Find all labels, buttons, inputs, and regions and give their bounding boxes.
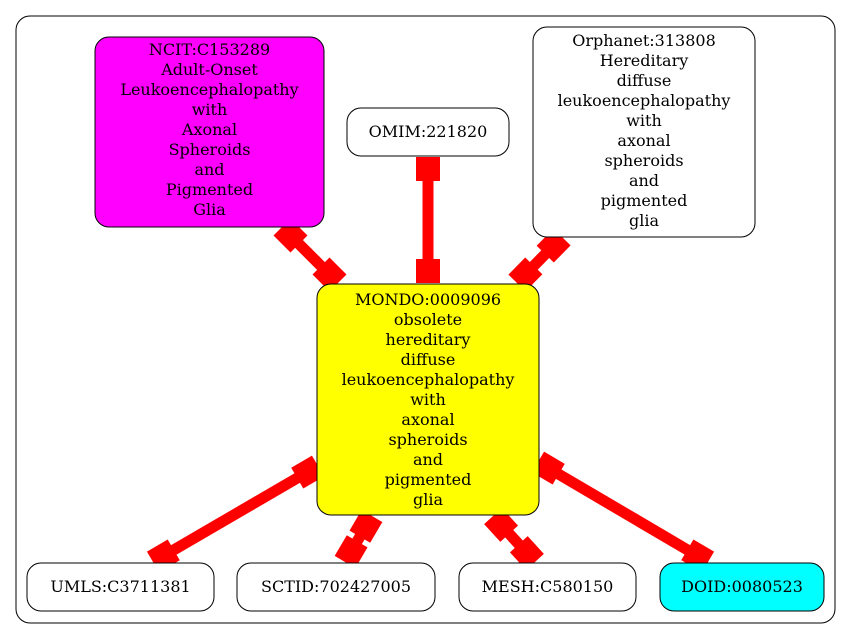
- node-omim-label: OMIM:221820: [369, 122, 488, 141]
- edge-tee-start: [291, 455, 325, 489]
- node-omim[interactable]: OMIM:221820: [346, 107, 510, 157]
- edge-omim-mondo: [416, 157, 440, 283]
- node-orphanet-line: spheroids: [604, 151, 683, 170]
- node-ncit-line: with: [192, 100, 228, 119]
- node-ncit-line: NCIT:C153289: [149, 40, 270, 59]
- edge-mondo-sctid: [334, 509, 383, 569]
- edge-tee-start: [531, 451, 565, 485]
- edge-tee-end: [509, 536, 544, 571]
- node-doid-label: DOID:0080523: [681, 577, 803, 596]
- node-orphanet-line: pigmented: [601, 191, 688, 210]
- edge-tee-start: [349, 509, 383, 543]
- node-umls-line: UMLS:C3711381: [50, 577, 190, 596]
- node-mondo-line: axonal: [401, 410, 454, 429]
- node-ncit-line: Axonal: [181, 120, 237, 139]
- node-ncit-line: Glia: [193, 200, 226, 219]
- node-mondo-line: obsolete: [394, 310, 462, 329]
- node-mondo-line: with: [410, 390, 446, 409]
- node-sctid[interactable]: SCTID:702427005: [236, 562, 436, 612]
- node-mondo-line: and: [413, 450, 443, 469]
- edge-tee-start: [484, 507, 519, 542]
- node-orphanet-line: axonal: [617, 131, 670, 150]
- node-mondo-line: glia: [413, 490, 443, 509]
- node-mondo-line: pigmented: [385, 470, 472, 489]
- edge-tee-end: [416, 259, 440, 283]
- edge-tee-end: [508, 257, 543, 292]
- node-mondo-line: hereditary: [386, 330, 471, 349]
- node-mesh[interactable]: MESH:C580150: [458, 562, 637, 612]
- edge-tee-end: [334, 535, 368, 569]
- node-umls[interactable]: UMLS:C3711381: [26, 562, 215, 612]
- node-orphanet-line: with: [626, 111, 662, 130]
- node-orphanet-line: glia: [629, 211, 659, 230]
- node-orphanet-line: and: [629, 171, 659, 190]
- edge-tee-start: [416, 157, 440, 181]
- node-sctid-line: SCTID:702427005: [261, 577, 411, 596]
- node-ncit-line: Spheroids: [169, 140, 251, 159]
- node-orphanet-line: leukoencephalopathy: [558, 91, 731, 110]
- node-umls-label: UMLS:C3711381: [50, 577, 190, 596]
- node-doid-line: DOID:0080523: [681, 577, 803, 596]
- node-doid[interactable]: DOID:0080523: [659, 562, 825, 612]
- node-ncit-line: and: [194, 160, 224, 179]
- node-sctid-label: SCTID:702427005: [261, 577, 411, 596]
- node-mondo-line: diffuse: [401, 350, 456, 369]
- node-orphanet-line: Hereditary: [600, 51, 689, 70]
- node-orphanet-line: Orphanet:313808: [572, 31, 716, 50]
- node-omim-line: OMIM:221820: [369, 122, 488, 141]
- edge-mondo-mesh: [484, 507, 544, 571]
- node-mesh-label: MESH:C580150: [482, 577, 614, 596]
- node-ncit-line: Pigmented: [166, 180, 253, 199]
- node-orphanet-line: diffuse: [617, 71, 672, 90]
- edge-line: [542, 461, 704, 563]
- node-mondo-line: MONDO:0009096: [355, 290, 501, 309]
- node-mondo-line: leukoencephalopathy: [342, 370, 515, 389]
- edge-line: [157, 465, 314, 563]
- node-ncit-line: Adult-Onset: [160, 60, 258, 79]
- node-ncit-line: Leukoencephalopathy: [120, 80, 298, 99]
- node-mesh-line: MESH:C580150: [482, 577, 614, 596]
- node-mondo-line: spheroids: [388, 430, 467, 449]
